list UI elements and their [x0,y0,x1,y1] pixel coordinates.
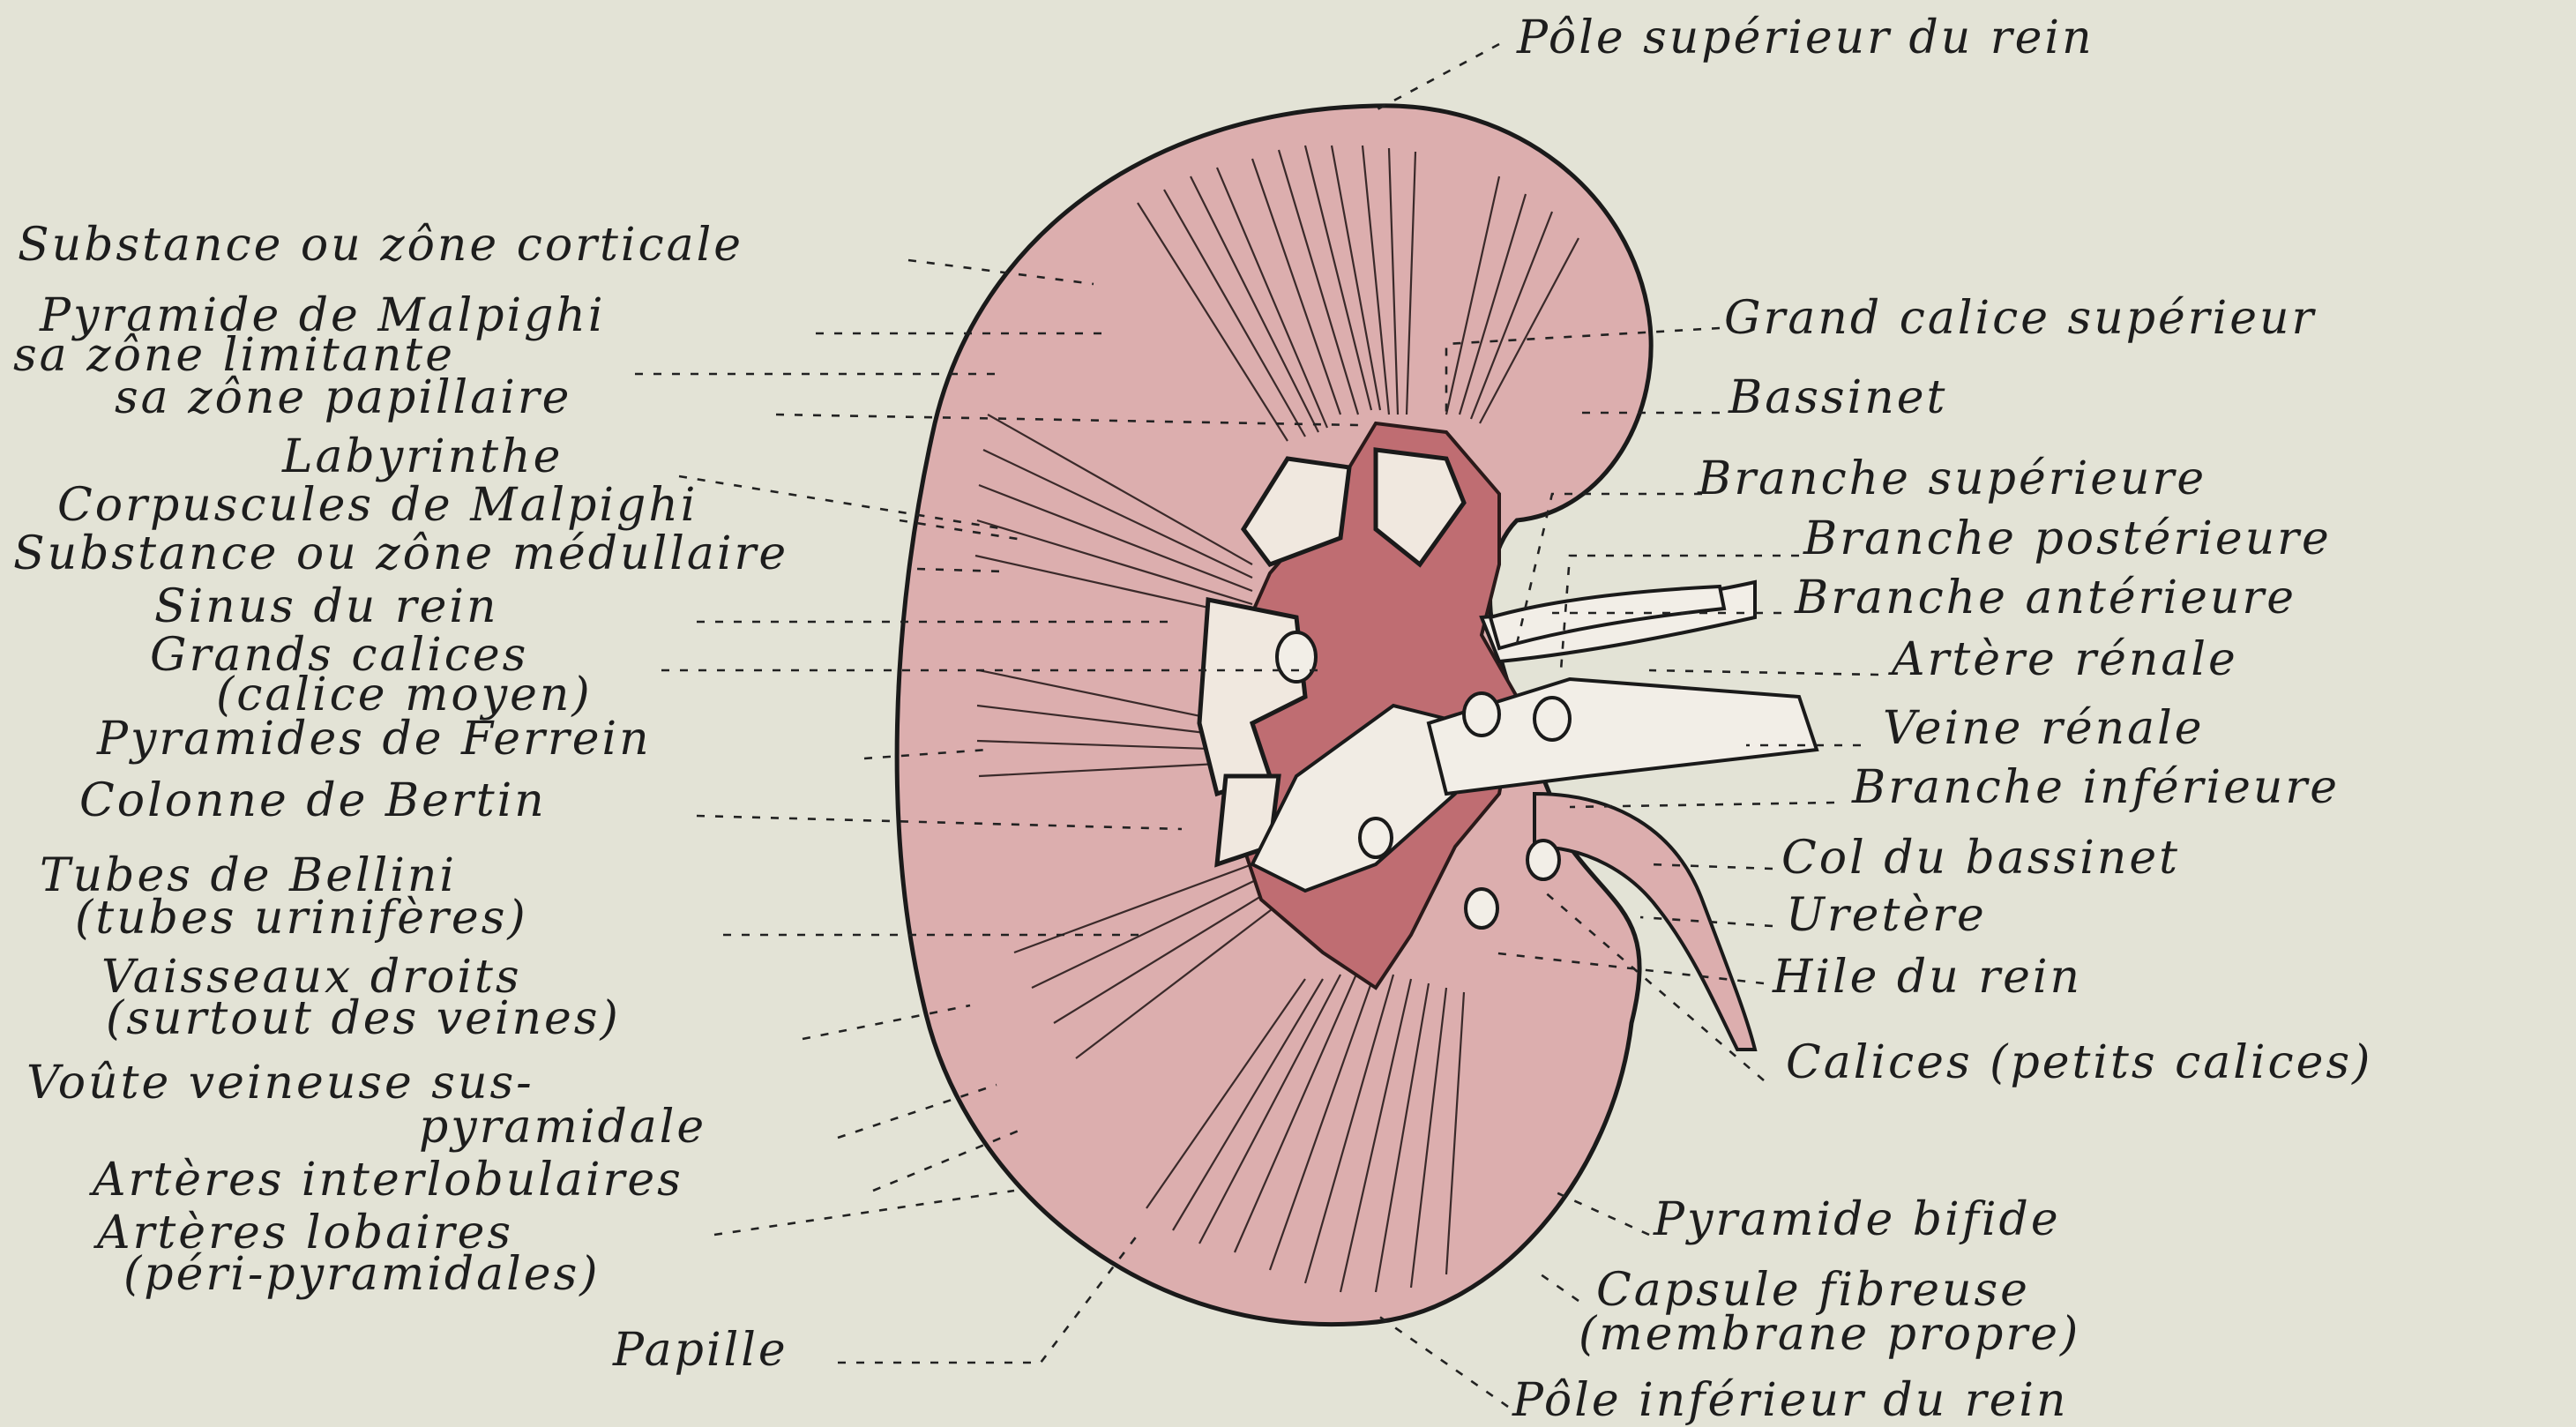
label-surtout-veines: (surtout des veines) [106,992,621,1045]
label-branche-inferieure: Branche inférieure [1851,761,2340,814]
label-branche-superieure: Branche supérieure [1697,452,2206,505]
label-pyramides-ferrein: Pyramides de Ferrein [96,713,652,766]
label-grand-calice-superieur: Grand calice supérieur [1724,292,2317,345]
left-labels: Substance ou zône corticale Pyramide de … [13,219,788,1377]
label-colonne-bertin: Colonne de Bertin [79,774,547,827]
label-uretere: Uretère [1786,889,1987,942]
label-artere-renale: Artère rénale [1888,633,2238,686]
label-voute-2: pyramidale [419,1101,706,1154]
label-sinus: Sinus du rein [154,580,499,633]
label-branche-anterieure: Branche antérieure [1794,572,2296,624]
label-bassinet: Bassinet [1728,371,1947,424]
label-substance-corticale: Substance ou zône corticale [18,219,743,272]
label-veine-renale: Veine rénale [1883,702,2205,755]
label-col-bassinet: Col du bassinet [1781,832,2180,885]
kidney-illustration [897,106,1817,1325]
label-pyramide-bifide: Pyramide bifide [1653,1193,2061,1246]
label-substance-medullaire: Substance ou zône médullaire [13,527,788,580]
label-tubes-uriniferes: (tubes urinifères) [75,892,528,945]
label-pole-superieur: Pôle supérieur du rein [1516,11,2094,64]
label-labyrinthe: Labyrinthe [281,430,563,483]
label-peri-pyramidales: (péri-pyramidales) [123,1248,601,1301]
label-papille: Papille [612,1324,788,1377]
label-membrane: (membrane propre) [1579,1308,2080,1361]
label-hile: Hile du rein [1772,951,2082,1004]
label-calices-petits: Calices (petits calices) [1786,1036,2372,1089]
label-zone-papillaire: sa zône papillaire [115,371,571,424]
label-corpuscules: Corpuscules de Malpighi [57,479,698,532]
label-branche-posterieure: Branche postérieure [1803,512,2332,565]
label-pole-inferieur: Pôle inférieur du rein [1512,1374,2068,1427]
label-arteres-interlobulaires: Artères interlobulaires [89,1154,683,1207]
